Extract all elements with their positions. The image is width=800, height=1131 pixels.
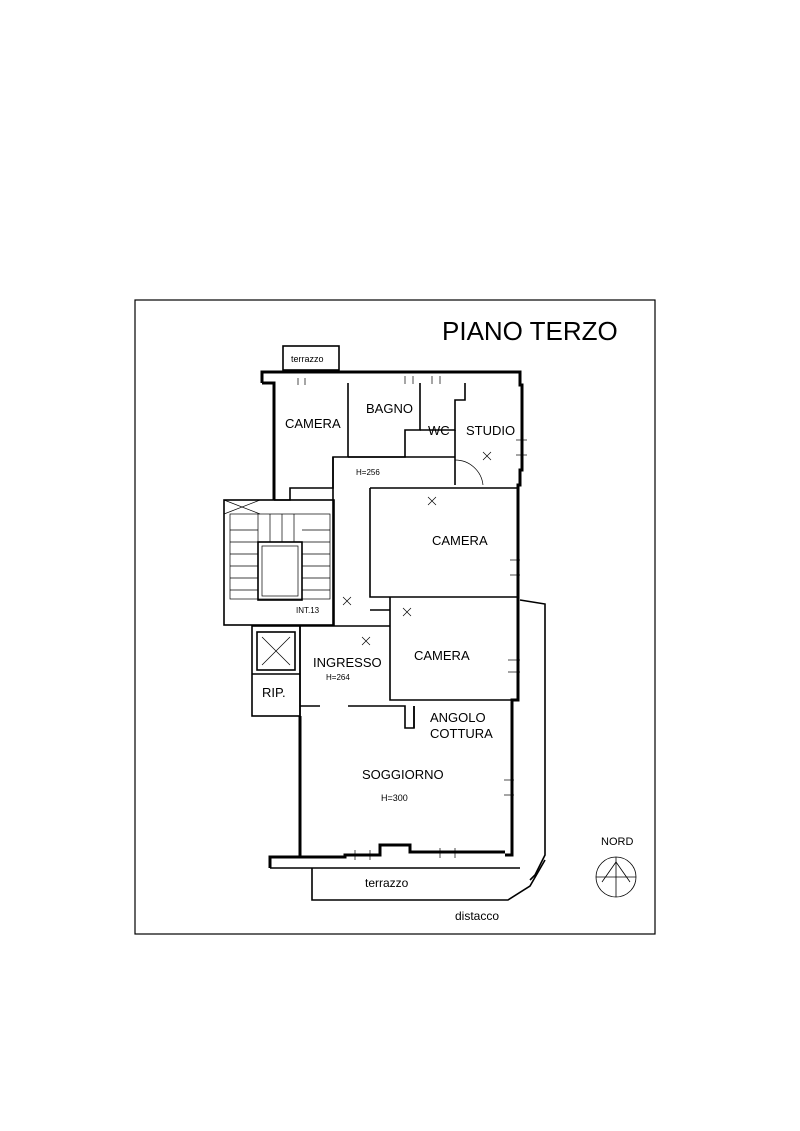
interior-walls [332,383,518,701]
height-corridor: H=256 [356,468,380,477]
room-rip: RIP. [262,685,286,700]
window-marks [297,376,527,860]
room-ingresso: INGRESSO [313,655,382,670]
room-camera-1: CAMERA [285,416,341,431]
unit-label: INT.13 [296,606,320,615]
lower-walls [251,599,546,901]
room-angolo-cottura-line2: COTTURA [430,726,493,741]
room-angolo-cottura-line1: ANGOLO [430,710,486,725]
distacco-label: distacco [455,909,499,923]
height-soggiorno: H=300 [381,793,408,803]
room-wc: WC [428,423,450,438]
sheet-frame [134,299,656,935]
room-camera-2: CAMERA [432,533,488,548]
compass-label: NORD [601,836,633,848]
terrace-top-label: terrazzo [291,354,324,364]
height-ingresso: H=264 [326,673,350,682]
exterior-walls [223,345,524,626]
light-fixture-icons [342,451,492,646]
room-soggiorno: SOGGIORNO [362,767,444,782]
north-compass-icon: NORD [595,836,637,898]
room-bagno: BAGNO [366,401,413,416]
plan-title: PIANO TERZO [442,316,618,346]
room-camera-3: CAMERA [414,648,470,663]
stair-treads [223,499,330,591]
terrace-bottom-label: terrazzo [365,876,409,890]
room-studio: STUDIO [466,423,515,438]
